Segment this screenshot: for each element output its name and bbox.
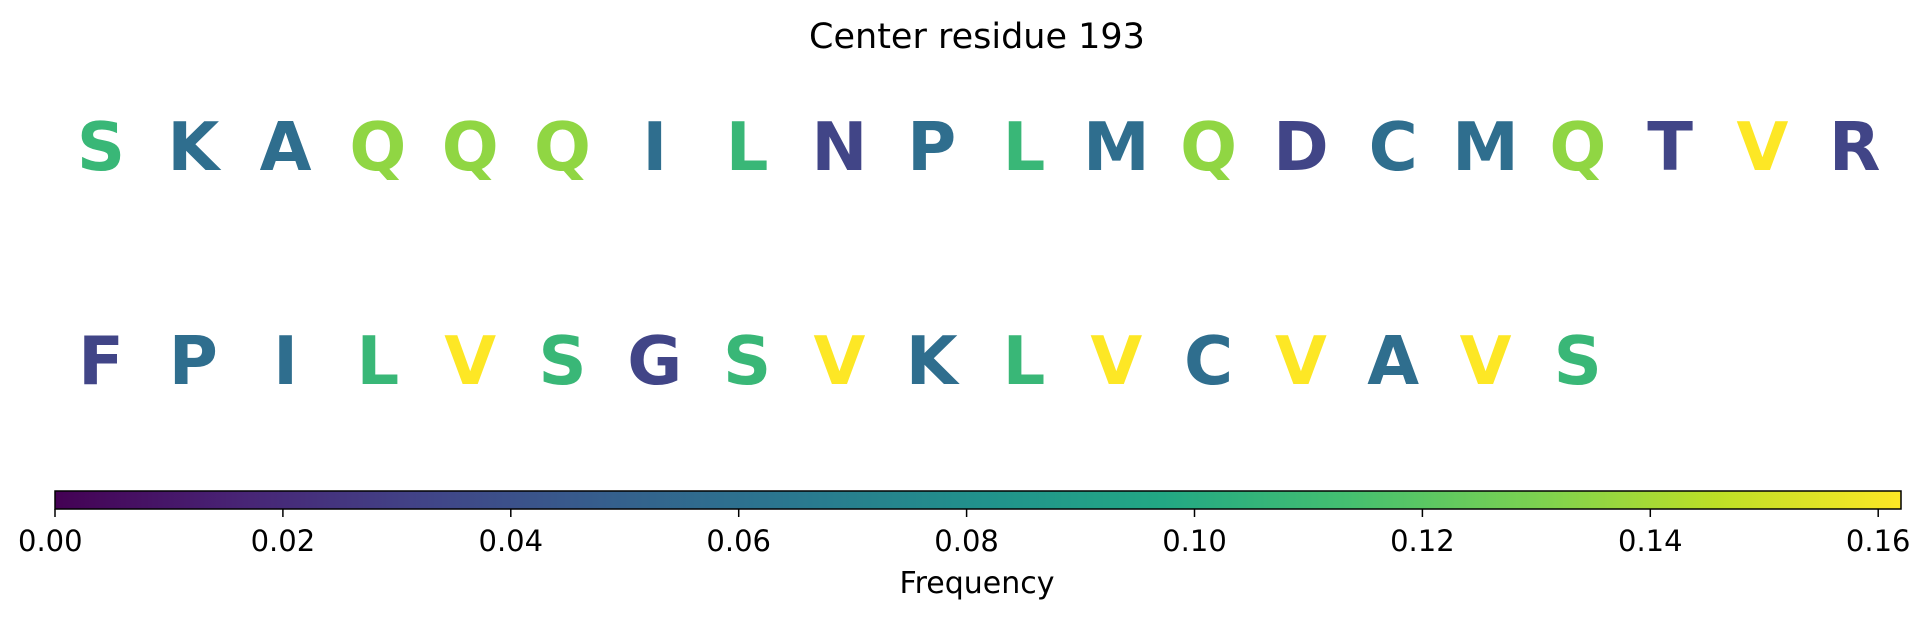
residue-letter: M xyxy=(1083,108,1150,186)
residue-letter: V xyxy=(1736,108,1788,186)
colorbar-tick-label: 0.06 xyxy=(706,524,771,558)
colorbar-tick-label: 0.14 xyxy=(1618,524,1683,558)
residue-letter: Q xyxy=(534,108,591,186)
residue-letter: R xyxy=(1829,108,1881,186)
colorbar: 0.00 0.02 0.04 0.06 0.08 0.10 0.12 0.14 0.16 Fre… xyxy=(18,490,1910,601)
residue-letter: Q xyxy=(1549,108,1606,186)
residue-letter: M xyxy=(1452,108,1519,186)
residue-letter: G xyxy=(627,322,682,400)
residue-letter: V xyxy=(1275,322,1327,400)
residue-letter: V xyxy=(813,322,865,400)
colorbar-tick-label: 0.10 xyxy=(1162,524,1227,558)
residue-letter: V xyxy=(1090,322,1142,400)
residue-letter: P xyxy=(907,108,956,186)
residue-letter: Q xyxy=(1180,108,1237,186)
residue-letter: L xyxy=(1003,322,1046,400)
residue-letter: C xyxy=(1369,108,1418,186)
residue-letter: C xyxy=(1184,322,1233,400)
residue-letter: S xyxy=(538,322,586,400)
residue-letter: V xyxy=(444,322,496,400)
colorbar-tick-label: 0.08 xyxy=(934,524,999,558)
residue-letter: V xyxy=(1460,322,1512,400)
residue-letter: I xyxy=(273,322,298,400)
residue-letter: F xyxy=(78,322,124,400)
residue-letter: T xyxy=(1647,108,1693,186)
residue-letter: K xyxy=(906,322,960,400)
residue-letter: A xyxy=(260,108,312,186)
residue-letter: L xyxy=(726,108,769,186)
colorbar-tick-label: 0.12 xyxy=(1390,524,1455,558)
colorbar-tick-label: 0.00 xyxy=(18,524,83,558)
colorbar-tick-label: 0.16 xyxy=(1846,524,1911,558)
residue-letter: S xyxy=(723,322,771,400)
colorbar-ticks: 0.00 0.02 0.04 0.06 0.08 0.10 0.12 0.14 0.16 xyxy=(18,509,1910,558)
residue-letter: L xyxy=(357,322,400,400)
residue-letter: D xyxy=(1273,108,1329,186)
residue-letter: Q xyxy=(349,108,406,186)
residue-letter: S xyxy=(77,108,125,186)
residue-letter: Q xyxy=(442,108,499,186)
residue-letter: I xyxy=(642,108,667,186)
residue-letter: P xyxy=(169,322,218,400)
residue-letter: A xyxy=(1367,322,1419,400)
residue-letter: L xyxy=(1003,108,1046,186)
residue-letter: K xyxy=(167,108,221,186)
residue-letter: S xyxy=(1554,322,1602,400)
colorbar-tick-label: 0.02 xyxy=(251,524,316,558)
colorbar-tick-label: 0.04 xyxy=(479,524,544,558)
colorbar-gradient xyxy=(54,490,1902,510)
chart-title: Center residue 193 xyxy=(809,17,1145,57)
colorbar-label: Frequency xyxy=(900,566,1055,601)
residue-letter: N xyxy=(811,108,867,186)
